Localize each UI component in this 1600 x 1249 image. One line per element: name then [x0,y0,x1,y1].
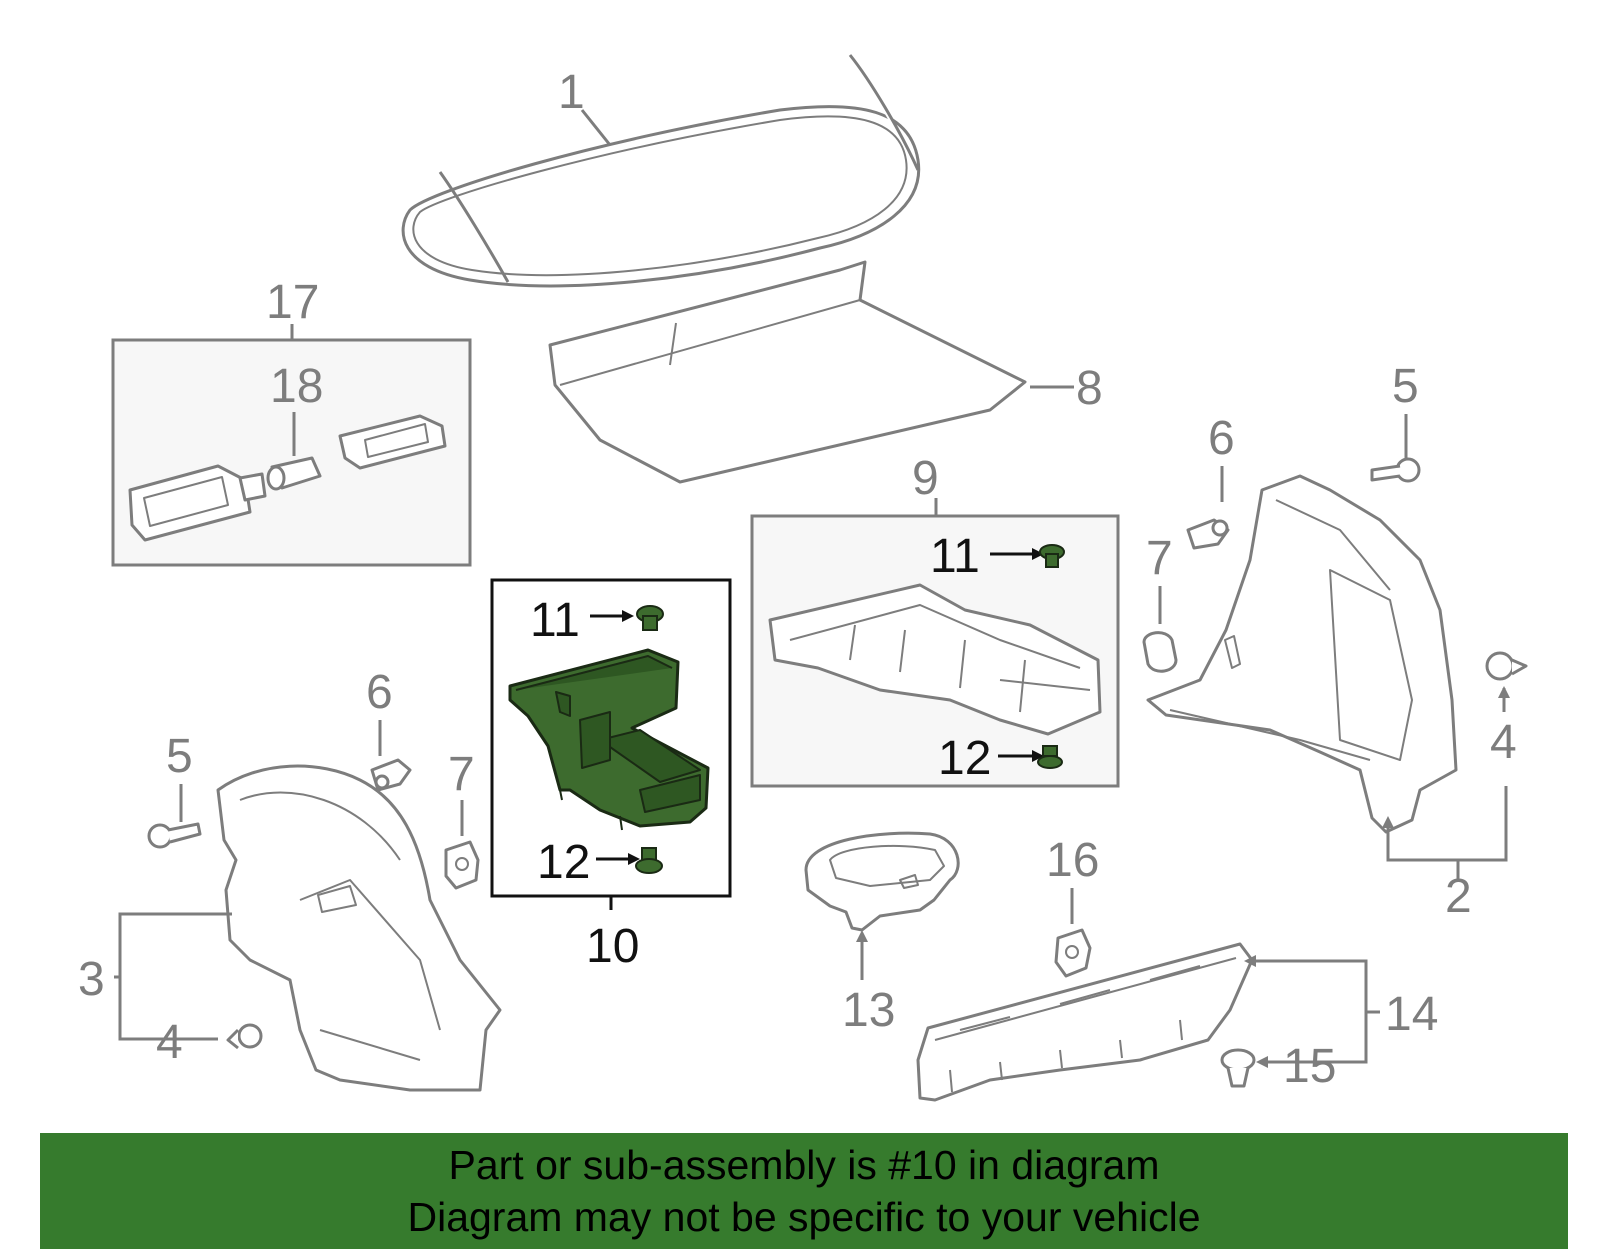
part-9-storage-tray-assembly [768,583,1102,736]
part-15-clip [1220,1048,1256,1088]
part-5-bolt-left [147,822,202,849]
callout-4-right: 4 [1490,716,1517,769]
part-12-grommet-box10 [635,847,663,874]
callout-12-box9: 12 [938,732,991,785]
callout-16: 16 [1046,834,1099,887]
part-16-cover [1054,928,1092,978]
callout-5-left: 5 [166,730,193,783]
callout-7-left: 7 [448,748,475,801]
callout-11-box9: 11 [930,530,980,583]
part-4-clip-left [226,1023,263,1050]
callout-18: 18 [270,360,323,413]
callout-1: 1 [558,66,585,119]
leader-2-bracket [1386,786,1508,882]
part-7-cover-left [444,840,480,890]
callout-5-right: 5 [1392,360,1419,413]
callout-7-right: 7 [1146,532,1173,585]
callout-6-right: 6 [1208,412,1235,465]
banner-line-2: Diagram may not be specific to your vehi… [407,1194,1201,1240]
part-10-storage-tray [508,648,710,831]
part-info-banner: Part or sub-assembly is #10 in diagram D… [40,1133,1568,1249]
part-4-clip-right [1485,651,1528,681]
part-11-clip-box9 [1039,544,1065,568]
part-1-cover-frame [401,54,921,288]
part-6-hook-left [370,758,412,792]
callout-15: 15 [1283,1040,1336,1093]
part-14-sill-plate [916,942,1254,1102]
part-13-tire-tray [804,831,960,932]
callout-4-left: 4 [156,1016,183,1069]
banner-line-1: Part or sub-assembly is #10 in diagram [448,1142,1160,1188]
callout-6-left: 6 [366,666,393,719]
part-7-cover-right [1142,631,1178,673]
callout-17: 17 [266,276,319,329]
leader-14-bracket [1256,959,1380,1064]
callout-10: 10 [586,920,639,973]
part-12-grommet-box9 [1037,745,1063,769]
callout-11-box10: 11 [530,594,580,647]
part-5-bolt-right [1370,457,1421,483]
part-2-right-trim-panel [1146,474,1458,834]
part-8-trunk-mat [548,260,1027,484]
leader-3-bracket [114,912,232,1041]
part-3-left-trim-panel [216,764,502,1092]
part-11-clip-box10 [636,605,664,631]
callout-13: 13 [842,984,895,1037]
part-6-hook-right [1186,518,1230,550]
callout-12-box10: 12 [537,836,590,889]
callout-14: 14 [1385,988,1438,1041]
leader-1 [580,109,612,146]
callout-3: 3 [78,953,105,1006]
callout-9: 9 [912,452,939,505]
part-18-lamp-assembly [128,414,447,542]
callout-8: 8 [1076,362,1103,415]
